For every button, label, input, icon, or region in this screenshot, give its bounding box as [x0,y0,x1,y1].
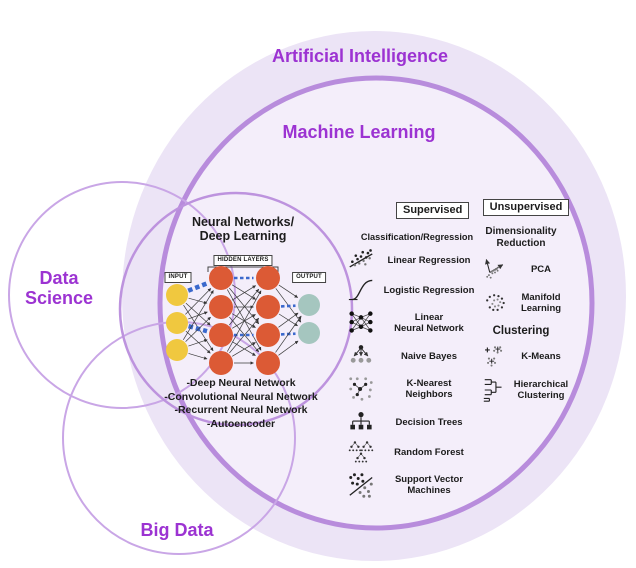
item-label: Hierarchical Clustering [513,379,569,401]
item-label: Manifold Learning [520,292,562,314]
nn-architecture-item: -Autoencoder [206,417,276,430]
classification-regression-subheader: Classification/Regression [360,232,474,242]
list-item: PCA [480,255,572,283]
support-vector-machines-icon [344,471,378,499]
item-label: Random Forest [394,446,464,458]
manifold-learning-icon [480,290,510,316]
nn-architecture-item: -Convolutional Neural Network [164,390,318,403]
hidden-1-node [209,295,233,319]
hierarchical-clustering-icon [480,376,510,404]
item-label: Naive Bayes [401,350,457,362]
item-label: K-Means [521,350,561,362]
hidden-1-node [209,266,233,290]
k-nearest-neighbors-icon [344,375,378,403]
nn-title: Neural Networks/ Deep Learning [191,215,295,243]
item-label: PCA [530,263,552,275]
hidden-1-node [209,351,233,375]
unsupervised-header: Unsupervised [482,199,570,216]
linear-regression-icon [344,247,378,273]
list-item: Linear Regression [344,247,480,273]
list-item: Decision Trees [344,409,480,435]
logistic-regression-icon [344,277,378,303]
data-science-label: Data Science [24,268,94,308]
item-label: Support Vector Machines [394,474,464,496]
hidden-2-node [256,323,280,347]
output-node [298,294,320,316]
list-item: K-Means [480,342,572,370]
list-item: Support Vector Machines [344,469,480,501]
hidden-2-node [256,351,280,375]
item-label: Linear Neural Network [394,312,464,334]
big-data-label: Big Data [140,520,214,540]
hidden-1-node [209,323,233,347]
pca-icon [480,256,510,282]
list-item: Logistic Regression [344,277,480,303]
ml-circle [157,75,595,531]
linear-neural-network-icon [344,309,378,337]
random-forest-icon [344,439,378,465]
neural-network-circle [118,191,354,427]
input-node [166,284,188,306]
nn-architecture-item: -Deep Neural Network [186,377,296,389]
list-item: K-Nearest Neighbors [344,373,480,405]
input-layer-tag: INPUT [164,272,192,283]
list-item: Linear Neural Network [344,307,480,339]
input-node [166,312,188,334]
clustering-subheader: Clustering [492,325,550,337]
hidden-2-node [256,266,280,290]
list-item: Naive Bayes [344,343,480,369]
neural-network-graphic [166,266,320,375]
nn-architectures-list: -Deep Neural Network -Convolutional Neur… [126,377,356,431]
supervised-header: Supervised [396,202,470,219]
list-item: Manifold Learning [480,288,572,318]
machine-learning-label: Machine Learning [282,122,436,142]
supervised-column: Supervised Classification/Regression Lin… [344,202,480,501]
dimensionality-reduction-subheader: Dimensionality Reduction [485,226,557,249]
output-node [298,322,320,344]
decision-trees-icon [344,410,378,434]
unsupervised-column: Unsupervised Dimensionality Reduction PC… [480,199,572,405]
list-item: Random Forest [344,439,480,465]
list-item: Hierarchical Clustering [480,375,572,405]
item-label: K-Nearest Neighbors [405,378,453,400]
output-layer-tag: OUTPUT [292,272,326,283]
naive-bayes-icon [344,343,378,369]
item-label: Linear Regression [387,254,471,266]
hidden-2-node [256,295,280,319]
hidden-layers-tag: HIDDEN LAYERS [213,255,273,266]
nn-architecture-item: -Recurrent Neural Network [174,404,308,416]
item-label: Logistic Regression [383,284,475,296]
item-label: Decision Trees [395,416,463,428]
k-means-icon [480,343,510,369]
hidden-layers-bracket [207,266,279,272]
artificial-intelligence-label: Artificial Intelligence [271,46,449,66]
input-node [166,339,188,361]
